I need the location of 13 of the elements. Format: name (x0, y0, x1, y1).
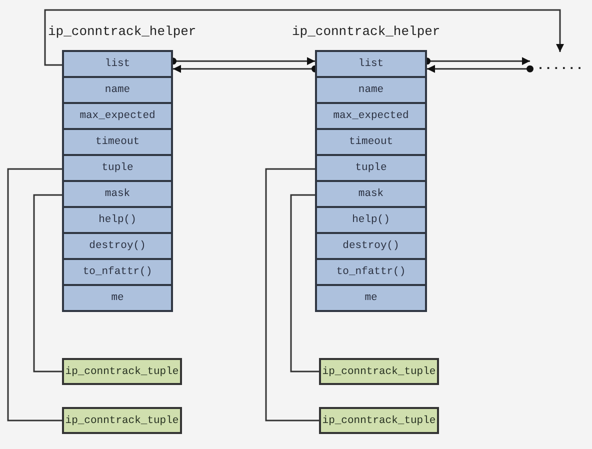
tuple-box: ip_conntrack_tuple (62, 358, 182, 385)
connector-line (290, 194, 319, 372)
arrow (44, 9, 564, 66)
continuation-dots: ...... (530, 52, 590, 78)
connector-line (7, 168, 62, 422)
connector-line (33, 194, 62, 372)
tuple-box: ip_conntrack_tuple (62, 407, 182, 434)
struct-title: ip_conntrack_helper (292, 24, 440, 40)
struct-title: ip_conntrack_helper (48, 24, 196, 40)
arrow (427, 64, 534, 73)
tuple-box: ip_conntrack_tuple (319, 358, 439, 385)
tuple-box: ip_conntrack_tuple (319, 407, 439, 434)
connector-line (265, 168, 319, 422)
